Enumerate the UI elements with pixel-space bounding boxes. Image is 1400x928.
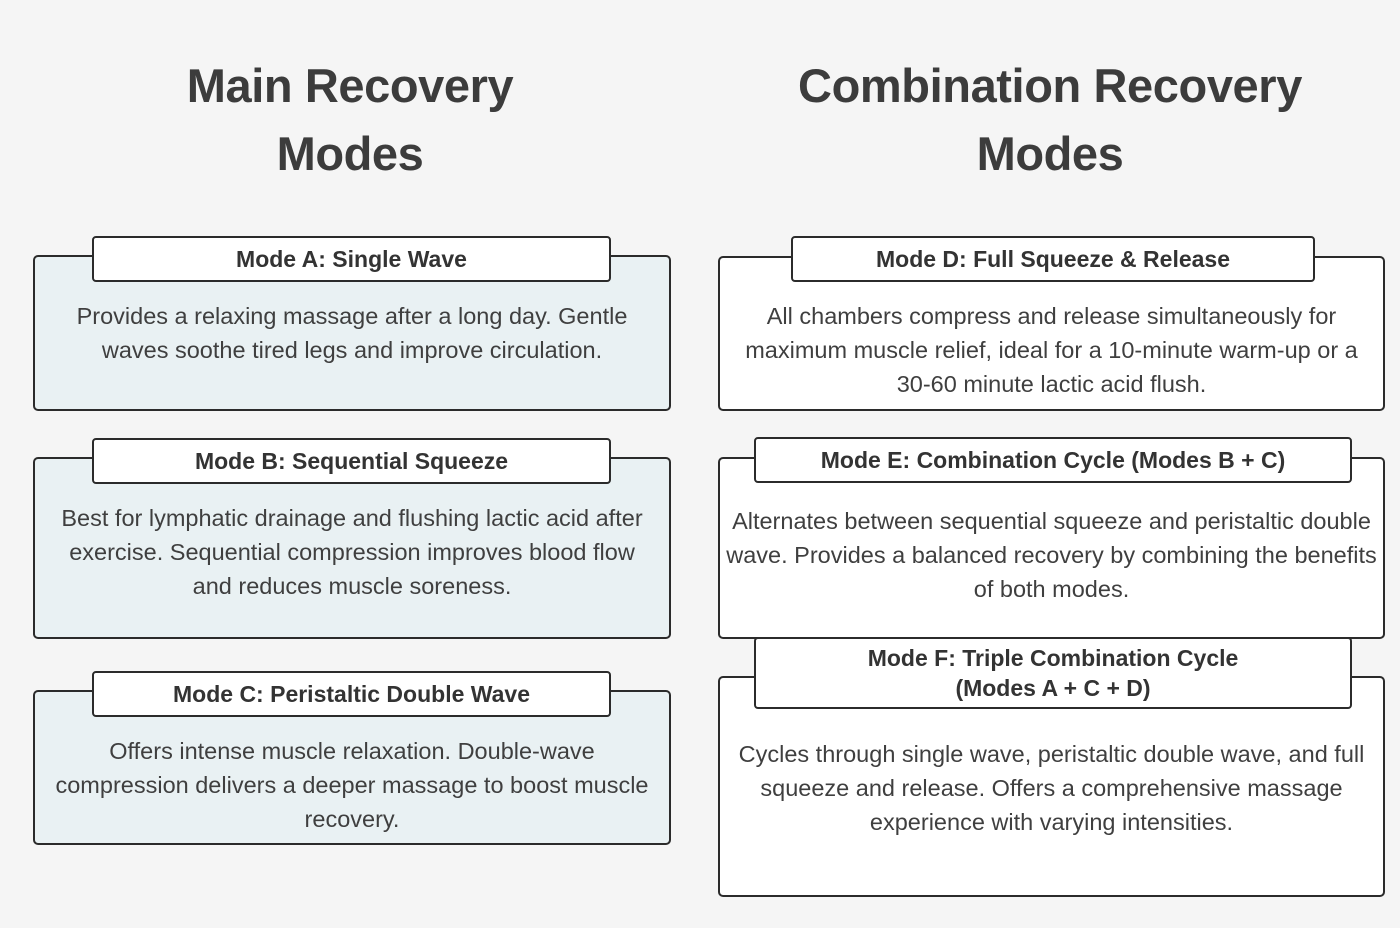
card-mode-b-title[interactable]: Mode B: Sequential Squeeze bbox=[92, 438, 611, 484]
card-mode-d-description: All chambers compress and release simult… bbox=[745, 303, 1358, 397]
card-mode-e-title[interactable]: Mode E: Combination Cycle (Modes B + C) bbox=[754, 437, 1352, 483]
card-mode-a-description: Provides a relaxing massage after a long… bbox=[76, 303, 628, 363]
card-mode-e-description: Alternates between sequential squeeze an… bbox=[726, 508, 1377, 602]
card-mode-a[interactable]: Mode A: Single Wave Provides a relaxing … bbox=[33, 236, 671, 411]
card-mode-f-description: Cycles through single wave, peristaltic … bbox=[738, 741, 1365, 835]
card-mode-b-description: Best for lymphatic drainage and flushing… bbox=[61, 505, 643, 599]
card-mode-d[interactable]: Mode D: Full Squeeze & Release All chamb… bbox=[718, 236, 1385, 411]
card-mode-b[interactable]: Mode B: Sequential Squeeze Best for lymp… bbox=[33, 438, 671, 639]
card-mode-c-title[interactable]: Mode C: Peristaltic Double Wave bbox=[92, 671, 611, 717]
column-heading-combination: Combination Recovery Modes bbox=[798, 59, 1302, 180]
card-mode-c-description: Offers intense muscle relaxation. Double… bbox=[55, 738, 649, 832]
column-heading-main: Main Recovery Modes bbox=[186, 59, 514, 180]
card-mode-e[interactable]: Mode E: Combination Cycle (Modes B + C) … bbox=[718, 437, 1385, 639]
card-mode-c[interactable]: Mode C: Peristaltic Double Wave Offers i… bbox=[33, 671, 671, 845]
card-mode-d-title[interactable]: Mode D: Full Squeeze & Release bbox=[791, 236, 1315, 282]
card-mode-a-title[interactable]: Mode A: Single Wave bbox=[92, 236, 611, 282]
card-mode-f[interactable]: Mode F: Triple Combination Cycle (Modes … bbox=[718, 637, 1385, 897]
card-mode-f-title[interactable]: Mode F: Triple Combination Cycle (Modes … bbox=[754, 637, 1352, 709]
card-mode-f-body bbox=[718, 676, 1385, 897]
